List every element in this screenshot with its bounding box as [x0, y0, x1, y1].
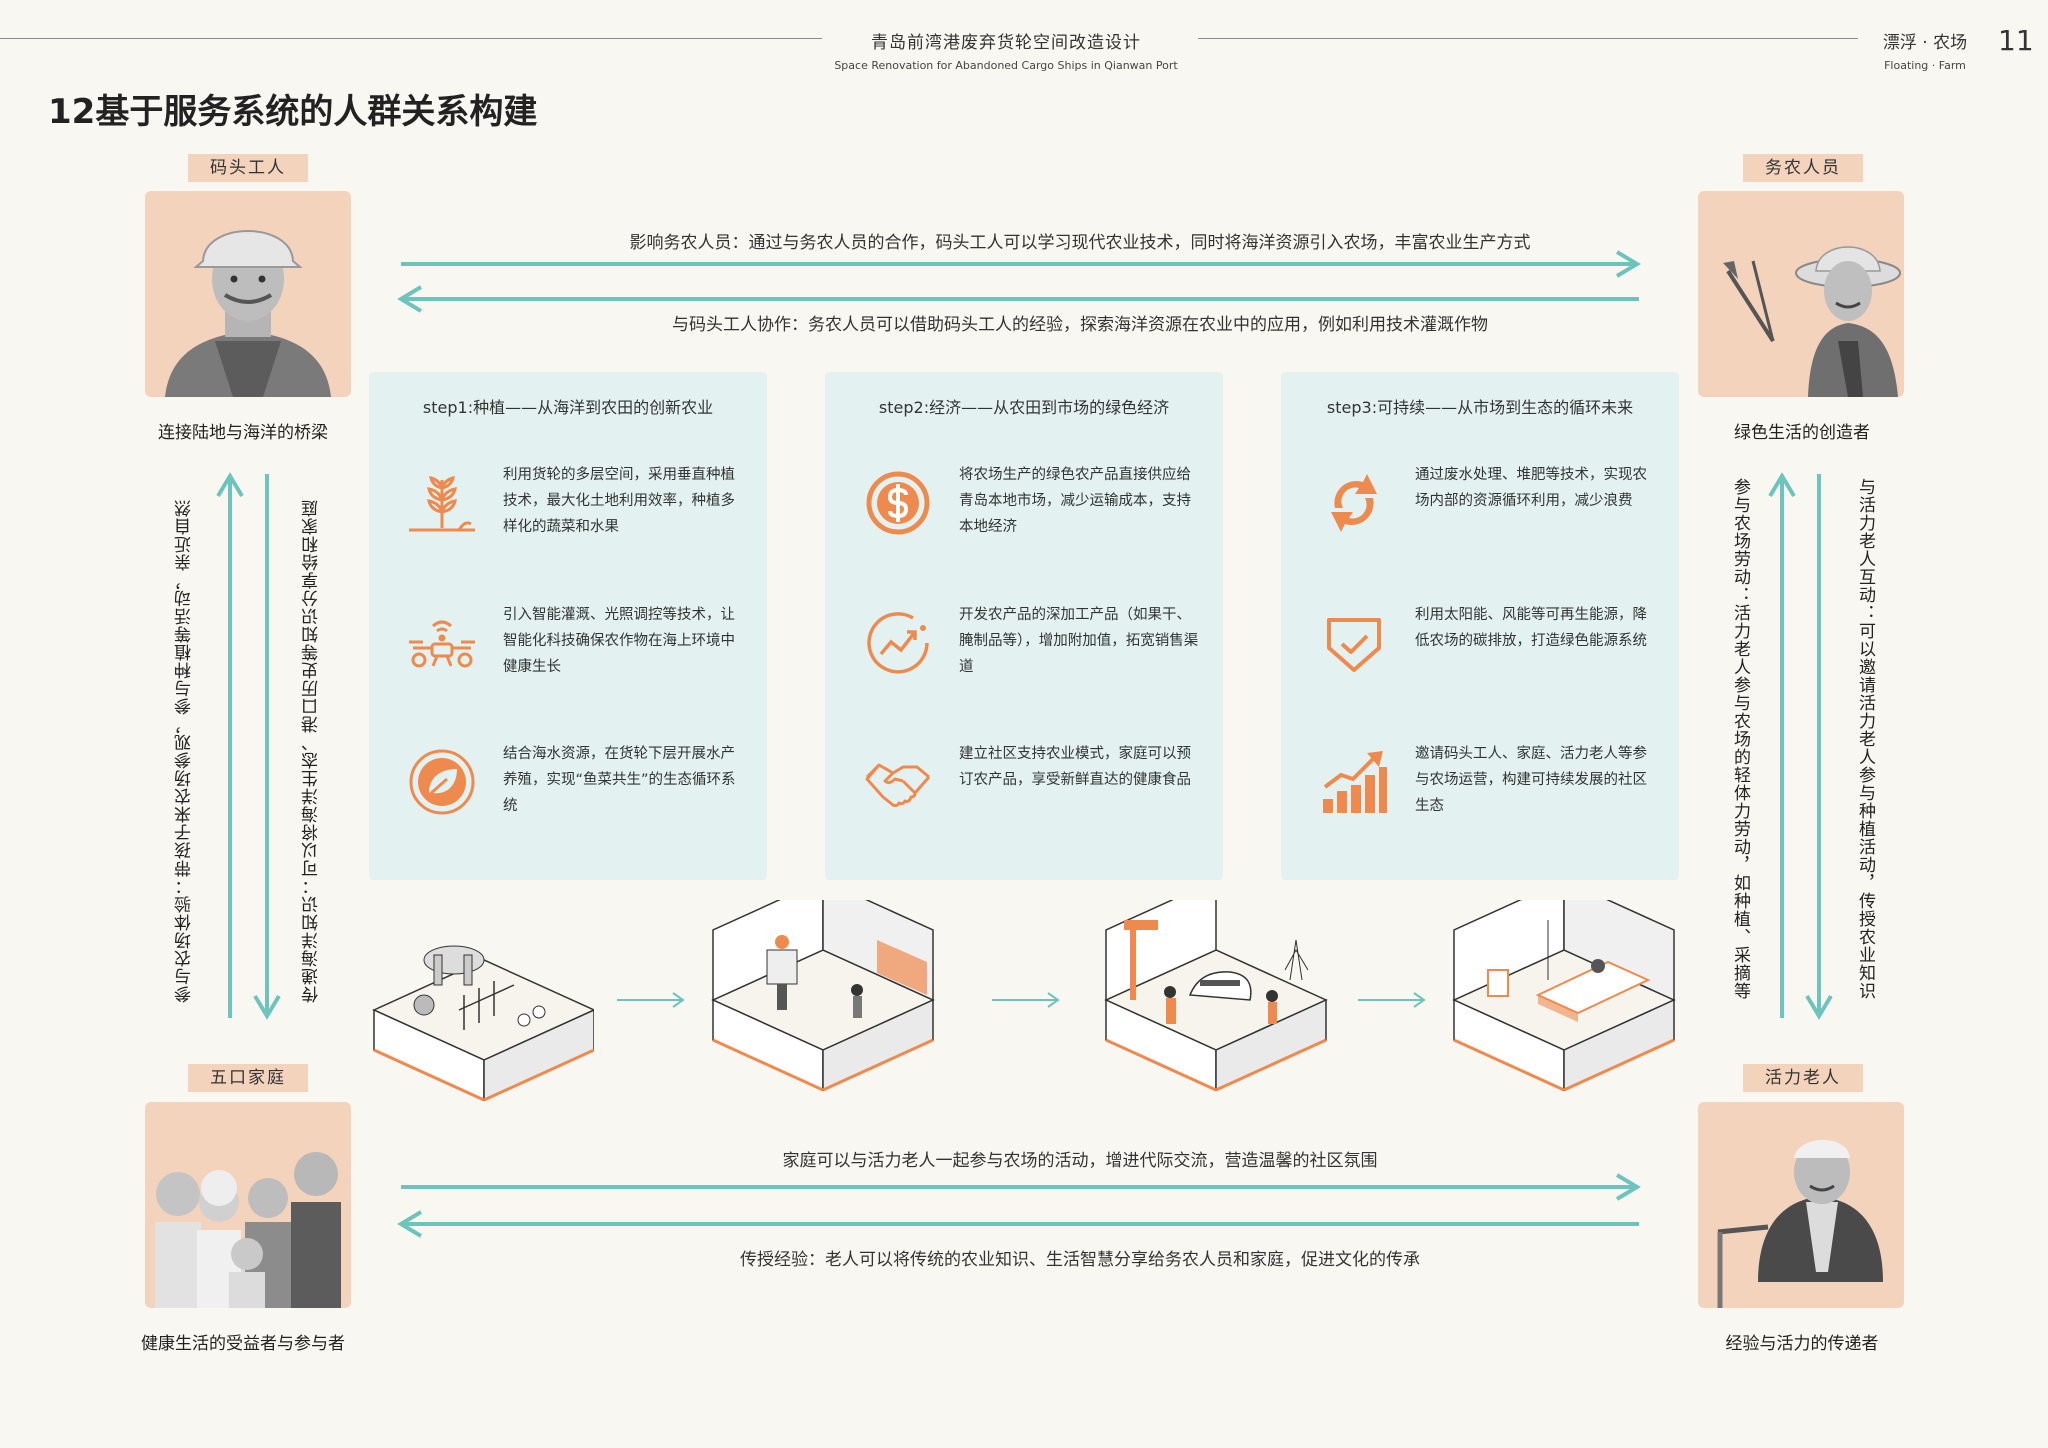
step-item-text: 结合海水资源，在货轮下层开展水产养殖，实现“鱼菜共生”的生态循环系统	[503, 746, 736, 814]
page-title: 12基于服务系统的人群关系构建	[48, 92, 538, 132]
relation-top-forward-text: 影响务农人员：通过与务农人员的合作，码头工人可以学习现代农业技术，同时将海洋资源…	[629, 233, 1531, 253]
isometric-kitchen-scene-icon	[711, 878, 935, 1092]
shield-check-icon	[1319, 608, 1389, 678]
arrow-left-top	[397, 285, 1639, 313]
step-title: step3:可持续——从市场到生态的循环未来	[1326, 398, 1634, 417]
step-item-text: 利用太阳能、风能等可再生能源，降低农场的碳排放，打造绿色能源系统	[1415, 607, 1647, 649]
scene-arrow-1	[617, 992, 685, 1008]
arrow-left-bottom	[397, 1210, 1639, 1238]
persona-caption-family: 健康生活的受益者与参与者	[141, 1334, 345, 1354]
persona-tag-dock-worker: 码头工人	[188, 154, 308, 182]
step-panel-1: step1:种植——从海洋到农田的创新农业 利用货轮的多层空间，采用垂直种植技术…	[369, 372, 767, 880]
arrow-up-right	[1768, 472, 1796, 1018]
step-item-text: 将农场生产的绿色农产品直接供应给青岛本地市场，减少运输成本，支持本地经济	[959, 467, 1191, 535]
header-rule-right	[1198, 38, 1858, 39]
step-item: 利用货轮的多层空间，采用垂直种植技术，最大化土地利用效率，种植多样化的蔬菜和水果	[369, 458, 767, 558]
care-room-scene	[1448, 878, 1678, 1110]
header-title-en: Space Renovation for Abandoned Cargo Shi…	[834, 59, 1178, 72]
isometric-farm-scene-icon	[372, 945, 596, 1102]
elder-portrait	[1698, 1102, 1904, 1308]
arrow-right-top	[401, 250, 1641, 278]
header-title: 青岛前湾港废弃货轮空间改造设计 Space Renovation for Aba…	[822, 28, 1190, 72]
dock-worker-figure-icon	[165, 230, 331, 397]
step-item-text: 建立社区支持农业模式，家庭可以预订农产品，享受新鲜直达的健康食品	[959, 746, 1191, 788]
step-item: 结合海水资源，在货轮下层开展水产养殖，实现“鱼菜共生”的生态循环系统	[369, 737, 767, 837]
step-item: 将农场生产的绿色农产品直接供应给青岛本地市场，减少运输成本，支持本地经济	[825, 458, 1223, 558]
farm-animals-scene	[364, 900, 596, 1110]
persona-caption-farmer: 绿色生活的创造者	[1734, 423, 1870, 443]
relation-top-backward-text: 与码头工人协作：务农人员可以借助码头工人的经验，探索海洋资源在农业中的应用，例如…	[672, 315, 1488, 335]
persona-caption-elder: 经验与活力的传递者	[1725, 1334, 1879, 1354]
relation-bottom-forward-text: 家庭可以与活力老人一起参与农场的活动，增进代际交流，营造温馨的社区氛围	[782, 1151, 1378, 1171]
family-figure-icon	[155, 1152, 341, 1308]
page-number: 11	[1998, 24, 2034, 57]
step-item-text: 开发农产品的深加工产品（如果干、腌制品等），增加附加值，拓宽销售渠道	[959, 607, 1199, 675]
step-panel-3: step3:可持续——从市场到生态的循环未来 通过废水处理、堆肥等技术，实现农场…	[1281, 372, 1679, 880]
header-section-cn: 漂浮 · 农场	[1882, 33, 1968, 53]
scene-arrow-3	[1358, 992, 1426, 1008]
relation-bottom-backward-text: 传授经验：老人可以将传统的农业知识、生活智慧分享给务农人员和家庭，促进文化的传承	[740, 1250, 1420, 1270]
persona-caption-dock-worker: 连接陆地与海洋的桥梁	[158, 423, 328, 443]
arrow-right-bottom	[401, 1173, 1641, 1201]
step-item: 通过废水处理、堆肥等技术，实现农场内部的资源循环利用，减少浪费	[1281, 458, 1679, 558]
isometric-market-scene-icon	[1104, 878, 1328, 1092]
step-item: 邀请码头工人、家庭、活力老人等参与农场运营，构建可持续发展的社区生态	[1281, 737, 1679, 837]
relation-right-up-text: 参与农场劳动：活力老人参与农场的轻体力劳动，如种植、采摘等	[1730, 478, 1750, 1000]
coin-icon	[863, 468, 933, 538]
drone-icon	[407, 608, 477, 678]
arrow-down-left	[253, 474, 281, 1020]
step-title: step2:经济——从农田到市场的绿色经济	[878, 398, 1170, 417]
header-title-cn: 青岛前湾港废弃货轮空间改造设计	[871, 33, 1141, 53]
step-item-text: 利用货轮的多层空间，采用垂直种植技术，最大化土地利用效率，种植多样化的蔬菜和水果	[503, 467, 735, 535]
family-portrait	[145, 1102, 351, 1308]
step-item: 引入智能灌溉、光照调控等技术，让智能化科技确保农作物在海上环境中健康生长	[369, 598, 767, 698]
header-rule-left	[0, 38, 822, 39]
header-section-en: Floating · Farm	[1884, 59, 1966, 72]
persona-tag-family: 五口家庭	[188, 1064, 308, 1092]
relation-left-up-text: 参与农场体验：带孩子来农场参观，参与种植等活动，亲近自然	[175, 499, 195, 1003]
wheat-icon	[407, 468, 477, 538]
farmer-portrait	[1698, 191, 1904, 397]
step-item: 建立社区支持农业模式，家庭可以预订农产品，享受新鲜直达的健康食品	[825, 737, 1223, 837]
leaf-icon	[407, 747, 477, 817]
step-panel-2: step2:经济——从农田到市场的绿色经济 将农场生产的绿色农产品直接供应给青岛…	[825, 372, 1223, 880]
market-scene	[1100, 878, 1330, 1110]
persona-tag-farmer: 务农人员	[1743, 154, 1863, 182]
farmer-figure-icon	[1723, 246, 1901, 397]
kitchen-scene	[707, 878, 937, 1110]
handshake-icon	[863, 747, 933, 817]
relation-left-down-text: 传递海洋知识：可以将海洋生态、港口历史等知识分享给和家庭	[302, 499, 322, 1003]
step-item-text: 通过废水处理、堆肥等技术，实现农场内部的资源循环利用，减少浪费	[1415, 467, 1647, 509]
step-item: 利用太阳能、风能等可再生能源，降低农场的碳排放，打造绿色能源系统	[1281, 598, 1679, 698]
arrow-down-right	[1805, 474, 1833, 1020]
step-item-text: 引入智能灌溉、光照调控等技术，让智能化科技确保农作物在海上环境中健康生长	[503, 607, 735, 675]
step-item: 开发农产品的深加工产品（如果干、腌制品等），增加附加值，拓宽销售渠道	[825, 598, 1223, 698]
header-section: 漂浮 · 农场 Floating · Farm	[1870, 28, 1980, 72]
persona-tag-elder: 活力老人	[1743, 1064, 1863, 1092]
dock-worker-portrait	[145, 191, 351, 397]
bar-growth-icon	[1319, 747, 1389, 817]
elder-figure-icon	[1717, 1140, 1883, 1308]
scene-arrow-2	[992, 992, 1060, 1008]
isometric-care-room-scene-icon	[1452, 878, 1676, 1092]
step-title: step1:种植——从海洋到农田的创新农业	[422, 398, 714, 417]
arrow-up-left	[216, 472, 244, 1018]
step-item-text: 邀请码头工人、家庭、活力老人等参与农场运营，构建可持续发展的社区生态	[1415, 746, 1647, 814]
growth-chart-icon	[863, 608, 933, 678]
recycle-icon	[1319, 468, 1389, 538]
relation-right-down-text: 与活力老人互动：可以邀请活力老人参与种植活动，传授农业知识	[1855, 478, 1875, 1000]
